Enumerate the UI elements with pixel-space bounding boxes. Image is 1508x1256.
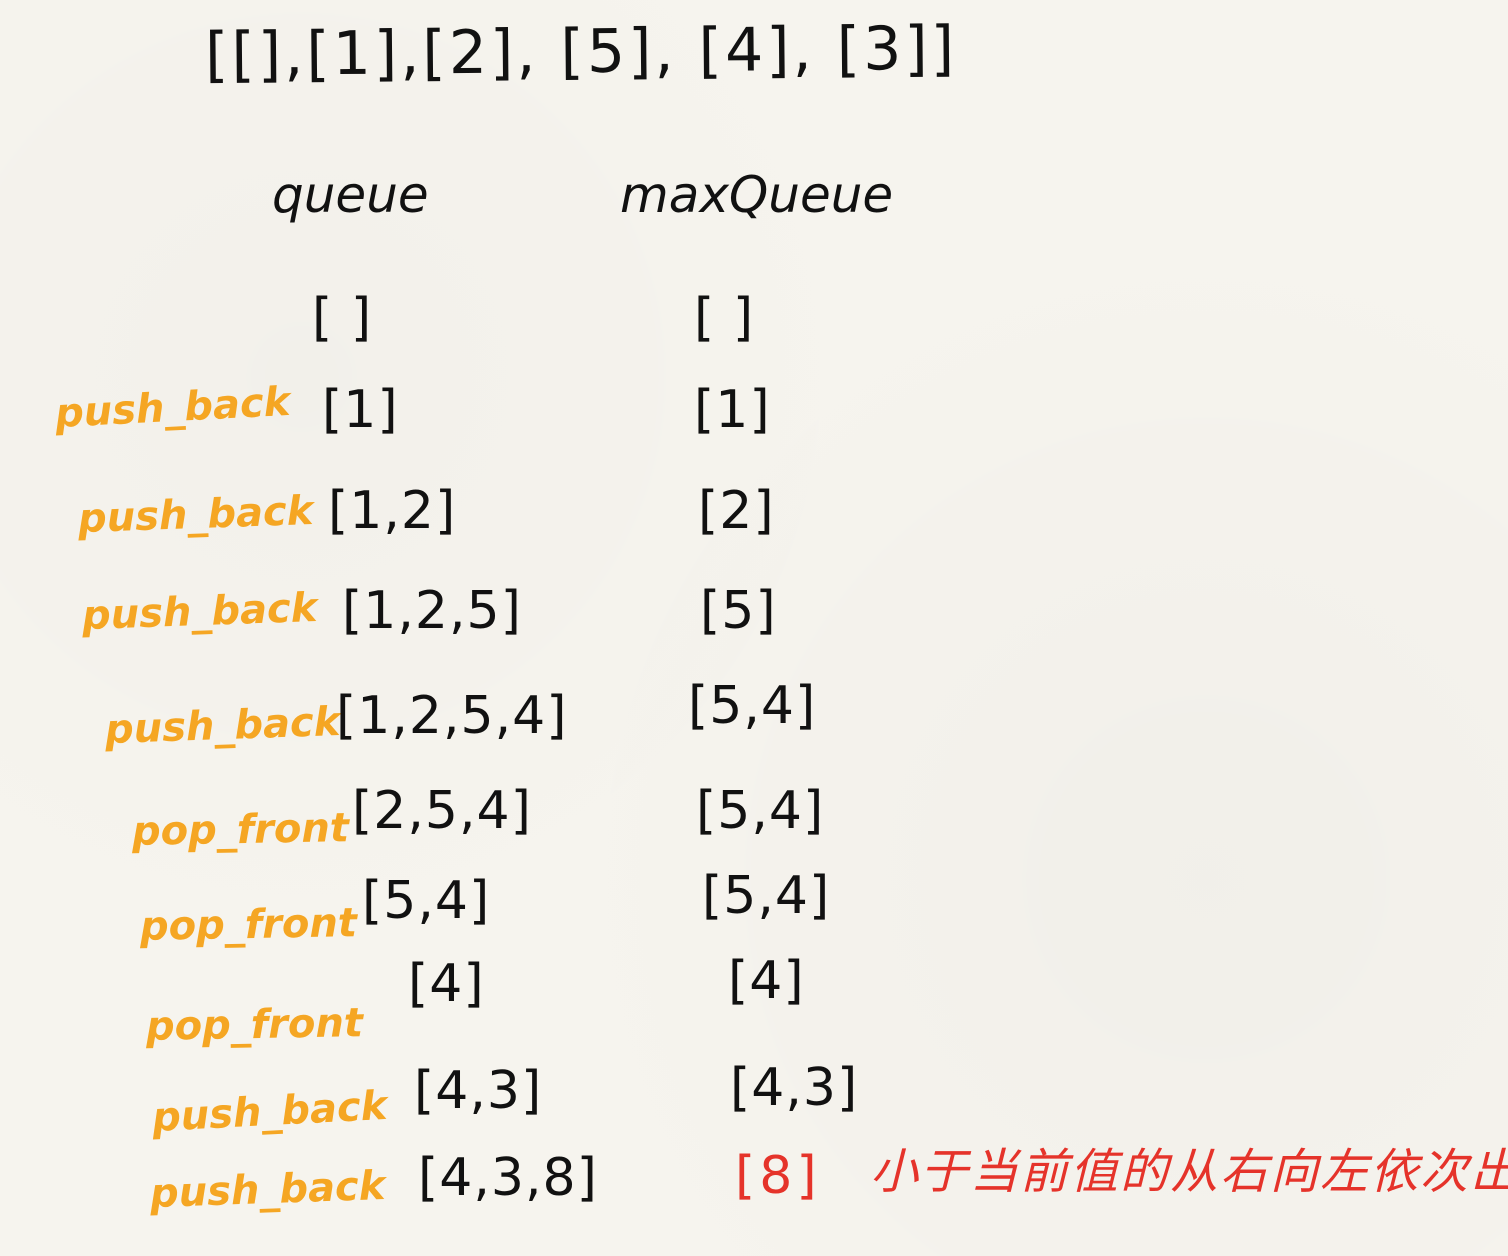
operation-label-6: pop_front: [139, 900, 358, 950]
queue-state-5: [2,5,4]: [352, 781, 532, 841]
queue-state-0: [ ]: [312, 288, 373, 348]
max-queue-state-2: [2]: [698, 481, 775, 541]
operation-label-2: push_back: [77, 487, 315, 543]
max-queue-state-1: [1]: [694, 380, 771, 440]
queue-state-9: [4,3,8]: [418, 1148, 598, 1208]
max-queue-header: maxQueue: [620, 166, 894, 224]
queue-state-2: [1,2]: [328, 481, 457, 541]
max-queue-state-0: [ ]: [694, 288, 755, 348]
queue-state-7: [4]: [408, 954, 485, 1014]
max-queue-state-8: [4,3]: [730, 1058, 859, 1118]
queue-state-4: [1,2,5,4]: [336, 686, 568, 746]
max-queue-state-5: [5,4]: [696, 781, 825, 841]
max-queue-state-6: [5,4]: [702, 866, 831, 926]
queue-state-3: [1,2,5]: [342, 581, 522, 641]
input-sequence: [[],[1],[2], [5], [4], [3]]: [204, 13, 958, 91]
operation-label-1: push_back: [53, 378, 292, 438]
max-queue-state-7: [4]: [728, 951, 805, 1011]
queue-state-1: [1]: [322, 380, 399, 440]
pop-rule-note: 小于当前值的从右向左依次出栈: [870, 1144, 1508, 1200]
max-queue-state-4: [5,4]: [688, 676, 817, 736]
queue-state-8: [4,3]: [414, 1061, 543, 1121]
operation-label-4: push_back: [104, 698, 342, 754]
operation-label-8: push_back: [150, 1082, 389, 1142]
max-queue-state-9: [8]: [735, 1146, 821, 1206]
queue-state-6: [5,4]: [362, 871, 491, 931]
queue-header: queue: [272, 166, 429, 224]
operation-label-3: push_back: [81, 584, 319, 640]
operation-label-9: push_back: [149, 1162, 387, 1218]
max-queue-state-3: [5]: [700, 581, 777, 641]
operation-label-7: pop_front: [145, 1000, 364, 1050]
operation-label-5: pop_front: [131, 805, 350, 855]
